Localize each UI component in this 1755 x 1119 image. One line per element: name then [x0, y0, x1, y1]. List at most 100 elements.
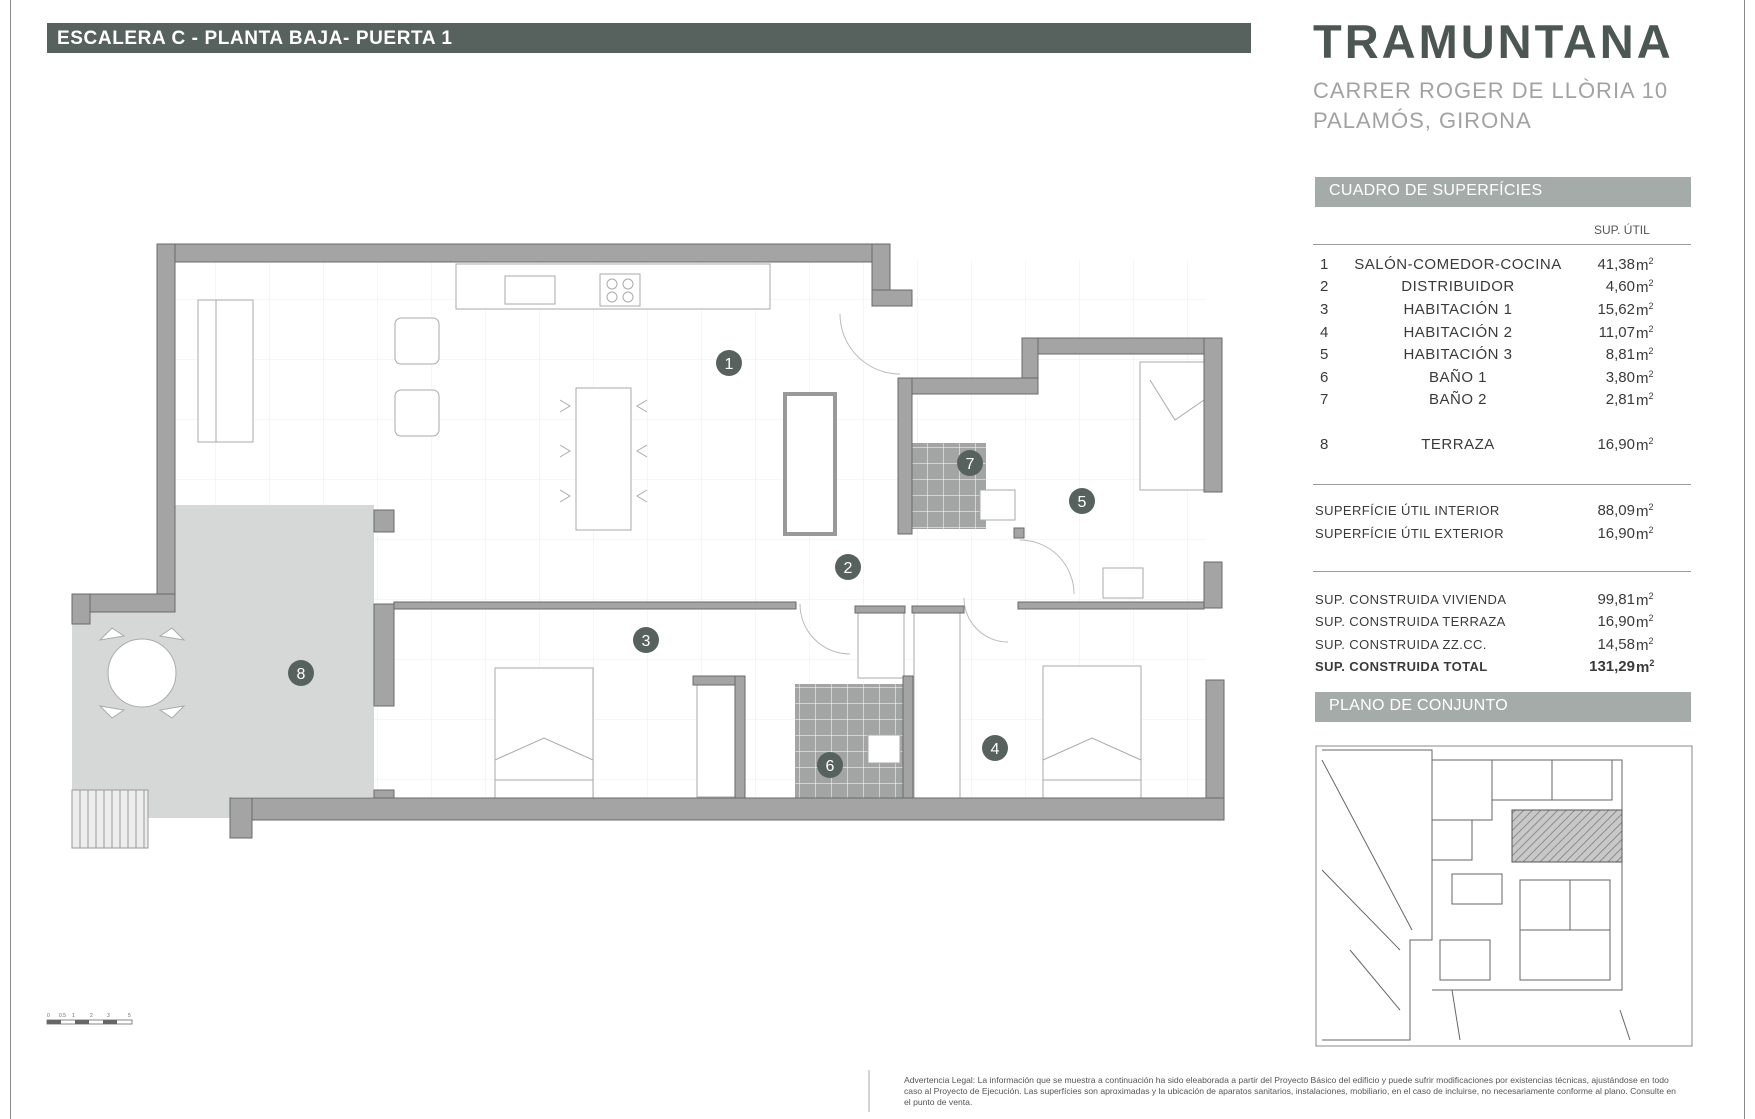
useful-interior-row: SUPERFÍCIE ÚTIL INTERIOR 88,09 m2 [1313, 502, 1691, 522]
dining-table [559, 387, 648, 531]
unit-label: m2 [1636, 613, 1654, 631]
frame-right-line [1744, 0, 1745, 1119]
summary-value: 99,81 [1597, 591, 1635, 608]
frame-left-line [10, 0, 11, 1119]
armchairs [394, 317, 440, 437]
summary-value: 16,90 [1597, 525, 1635, 542]
room-name: DISTRIBUIDOR [1401, 278, 1515, 295]
unit-label: m2 [1636, 591, 1654, 609]
room-number: 1 [1320, 256, 1329, 273]
summary-label: SUP. CONSTRUIDA TERRAZA [1315, 614, 1506, 629]
room-area: 16,90 [1597, 436, 1635, 453]
svg-text:8: 8 [297, 666, 306, 683]
room-area: 41,38 [1597, 256, 1635, 273]
kitchen-counter [455, 263, 771, 310]
unit-label: m2 [1636, 369, 1654, 387]
brand-name: TRAMUNTANA [1313, 15, 1674, 68]
header-title: ESCALERA C - PLANTA BAJA- PUERTA 1 [57, 28, 453, 49]
room-number: 2 [1320, 278, 1329, 295]
table-divider [1313, 484, 1691, 485]
room-number: 8 [1320, 436, 1329, 453]
summary-label: SUPERFÍCIE ÚTIL EXTERIOR [1315, 526, 1504, 541]
useful-area-column-header: SUP. ÚTIL [1594, 223, 1650, 237]
svg-text:5: 5 [128, 1013, 131, 1019]
header-bar: ESCALERA C - PLANTA BAJA- PUERTA 1 [47, 23, 1251, 53]
legal-notice: Advertencia Legal: La información que se… [904, 1075, 1676, 1107]
svg-text:0: 0 [47, 1013, 50, 1019]
svg-text:5: 5 [1078, 494, 1087, 511]
table-row: 1 SALÓN-COMEDOR-COCINA 41,38 m2 [1313, 256, 1691, 276]
unit-label: m2 [1636, 256, 1654, 274]
unit-label: m2 [1636, 525, 1654, 543]
summary-label: SUPERFÍCIE ÚTIL INTERIOR [1315, 503, 1500, 518]
built-terrace-row: SUP. CONSTRUIDA TERRAZA 16,90 m2 [1313, 613, 1691, 633]
areas-section-bar: CUADRO DE SUPERFÍCIES [1315, 177, 1691, 207]
room-number: 4 [1320, 324, 1329, 341]
table-divider [1313, 244, 1691, 245]
room-name: TERRAZA [1421, 436, 1495, 453]
room-number: 7 [1320, 391, 1329, 408]
room-marker-7: 7 [957, 450, 983, 476]
room-marker-6: 6 [817, 752, 843, 778]
unit-label: m2 [1636, 502, 1654, 520]
room-number: 6 [1320, 369, 1329, 386]
table-row: 7 BAÑO 2 2,81 m2 [1313, 391, 1691, 411]
unit-label: m2 [1636, 324, 1654, 342]
sofa [197, 299, 254, 443]
unit-label: m2 [1636, 658, 1655, 676]
summary-value: 88,09 [1597, 502, 1635, 519]
door-swings [799, 313, 1075, 655]
table-row: 3 HABITACIÓN 1 15,62 m2 [1313, 301, 1691, 321]
summary-label: SUP. CONSTRUIDA TOTAL [1315, 659, 1488, 674]
svg-text:3: 3 [642, 633, 651, 650]
summary-value: 131,29 [1589, 658, 1635, 675]
terrace-steps [71, 789, 149, 849]
svg-text:7: 7 [966, 456, 975, 473]
room-area: 8,81 [1605, 346, 1635, 363]
summary-value: 16,90 [1597, 613, 1635, 630]
summary-value: 14,58 [1597, 636, 1635, 653]
wardrobes [696, 567, 1144, 801]
beds [494, 361, 1205, 799]
table-divider [1313, 571, 1691, 572]
built-common-row: SUP. CONSTRUIDA ZZ.CC. 14,58 m2 [1313, 636, 1691, 656]
room-name: HABITACIÓN 2 [1403, 324, 1513, 341]
room-name: HABITACIÓN 1 [1403, 301, 1513, 318]
scale-bar: 0 0.5 1 2 3 5 [46, 1013, 133, 1025]
room-marker-1: 1 [716, 350, 742, 376]
room-name: SALÓN-COMEDOR-COCINA [1354, 256, 1562, 273]
room-number: 3 [1320, 301, 1329, 318]
svg-text:1: 1 [725, 356, 734, 373]
room-marker-2: 2 [835, 554, 861, 580]
unit-label: m2 [1636, 301, 1654, 319]
svg-text:4: 4 [991, 741, 1000, 758]
site-plan-section-bar: PLANO DE CONJUNTO [1315, 692, 1691, 722]
unit-label: m2 [1636, 636, 1654, 654]
room-area: 4,60 [1605, 278, 1635, 295]
table-row: 8 TERRAZA 16,90 m2 [1313, 436, 1691, 456]
svg-text:2: 2 [844, 560, 853, 577]
areas-section-title: CUADRO DE SUPERFÍCIES [1329, 182, 1543, 199]
room-area: 2,81 [1605, 391, 1635, 408]
address-line-1: CARRER ROGER DE LLÒRIA 10 [1313, 78, 1669, 103]
built-housing-row: SUP. CONSTRUIDA VIVIENDA 99,81 m2 [1313, 591, 1691, 611]
room-marker-4: 4 [982, 735, 1008, 761]
bath-2-sink [979, 489, 1016, 521]
svg-text:2: 2 [90, 1013, 93, 1019]
address-line-2: PALAMÓS, GIRONA [1313, 108, 1532, 133]
unit-label: m2 [1636, 436, 1654, 454]
svg-text:1: 1 [72, 1013, 75, 1019]
storage-unit [783, 392, 837, 536]
svg-text:6: 6 [826, 758, 835, 775]
room-number: 5 [1320, 346, 1329, 363]
useful-exterior-row: SUPERFÍCIE ÚTIL EXTERIOR 16,90 m2 [1313, 525, 1691, 545]
room-name: HABITACIÓN 3 [1403, 346, 1513, 363]
room-marker-8: 8 [288, 660, 314, 686]
svg-text:3: 3 [107, 1013, 110, 1019]
room-area: 3,80 [1605, 369, 1635, 386]
unit-label: m2 [1636, 278, 1654, 296]
room-markers: 1 2 3 4 5 6 7 8 [288, 350, 1095, 778]
unit-label: m2 [1636, 391, 1654, 409]
room-name: BAÑO 2 [1428, 391, 1488, 408]
